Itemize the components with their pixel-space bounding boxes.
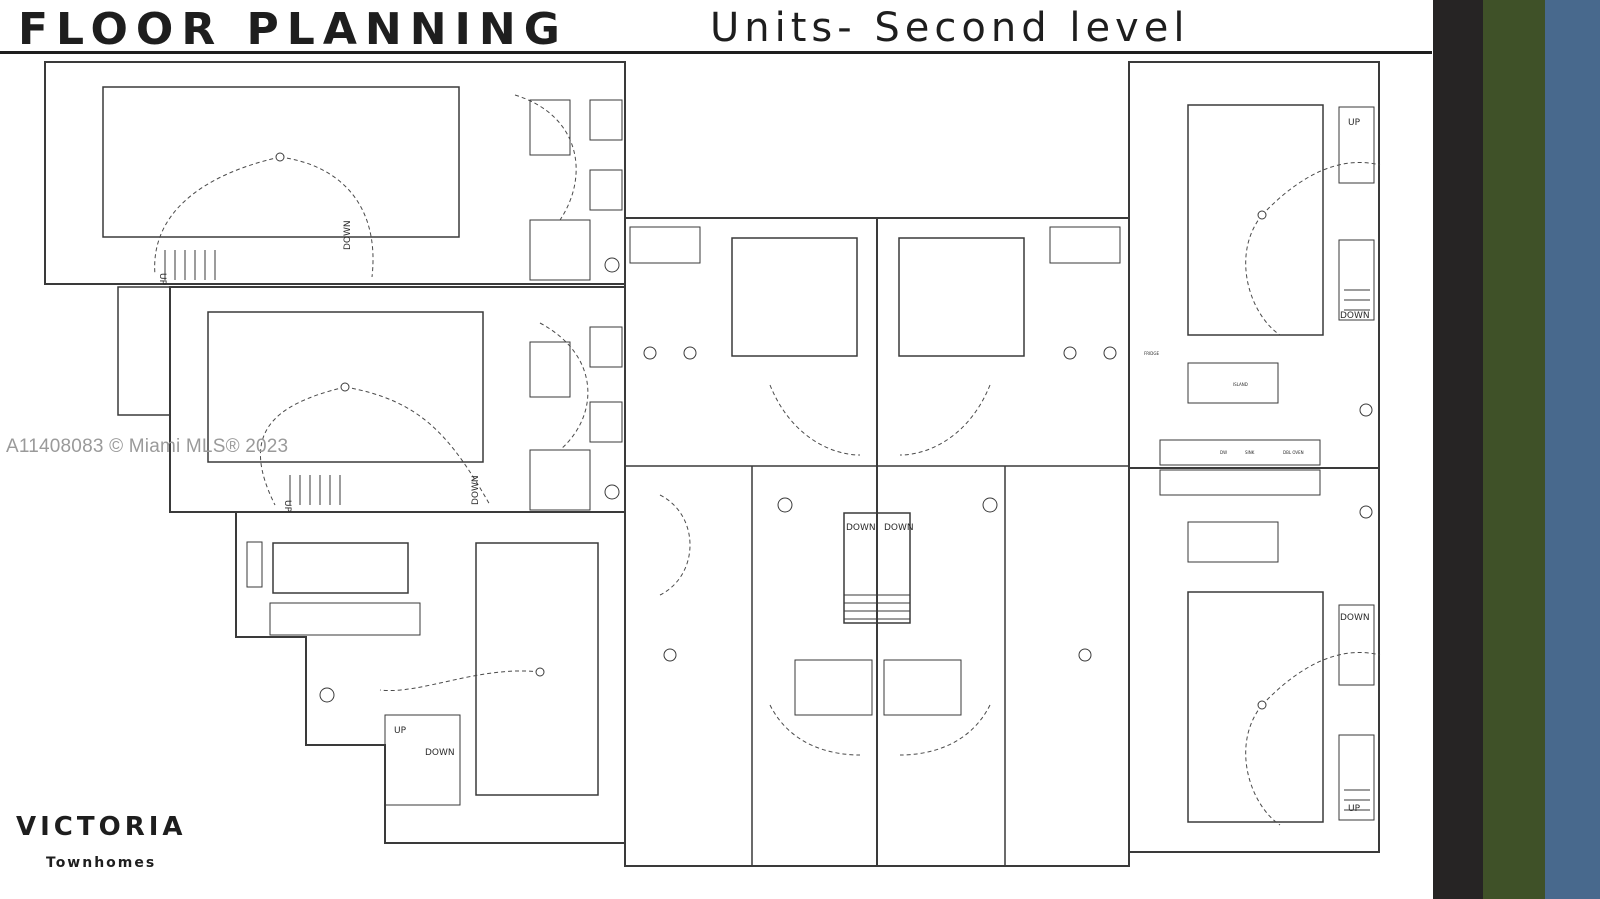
- watermark: A11408083 © Miami MLS® 2023: [6, 436, 289, 457]
- right-unit-upper: [1128, 61, 1380, 469]
- plan-label-up-right-b: UP: [1348, 804, 1361, 814]
- brand-name: VICTORIA: [16, 812, 187, 842]
- color-stripe-green: [1483, 0, 1545, 899]
- plan-label-down-center-l: DOWN: [846, 523, 876, 533]
- center-unit-right: [876, 217, 1130, 867]
- unit-c-island: [272, 542, 409, 594]
- plan-label-dbl-oven: DBL OVEN: [1283, 450, 1304, 455]
- center-unit-left: [624, 217, 878, 867]
- plan-label-down-center-r: DOWN: [884, 523, 914, 533]
- color-stripe-black: [1433, 0, 1483, 899]
- plan-label-down-right-a: DOWN: [1340, 311, 1370, 321]
- brand-tagline: Townhomes: [46, 855, 157, 871]
- plan-label-down-c: DOWN: [425, 748, 455, 758]
- plan-label-sink: SINK: [1245, 450, 1255, 455]
- plan-label-fridge: FRIDGE: [1144, 351, 1159, 356]
- plan-label-up-c: UP: [394, 726, 407, 736]
- header-divider: [0, 51, 1432, 54]
- plan-label-down-right-b: DOWN: [1340, 613, 1370, 623]
- unit-a-outline: [44, 61, 626, 285]
- plan-label-down-b: DOWN: [471, 475, 481, 505]
- plan-label-up-a: UP: [157, 273, 167, 286]
- plan-label-down-a: DOWN: [343, 220, 353, 250]
- plan-label-dw: DW: [1220, 450, 1227, 455]
- floor-plan-drawing: UP DOWN UP DOWN UP DOWN DOWN DOWN UP DOW…: [44, 61, 1381, 867]
- center-stair: [843, 512, 911, 624]
- unit-c-outline: [235, 511, 626, 844]
- unit-a-room: [102, 86, 460, 238]
- plan-label-up-right-a: UP: [1348, 118, 1361, 128]
- plan-label-up-b: UP: [282, 500, 292, 513]
- unit-b-room: [207, 311, 484, 463]
- page-title: FLOOR PLANNING: [18, 4, 568, 55]
- page-subtitle: Units- Second level: [710, 5, 1190, 51]
- right-unit-lower: [1128, 467, 1380, 853]
- color-stripe-blue: [1545, 0, 1600, 899]
- unit-b-outline: [169, 286, 626, 513]
- unit-c-room: [475, 542, 599, 796]
- plan-label-island: ISLAND: [1233, 382, 1248, 387]
